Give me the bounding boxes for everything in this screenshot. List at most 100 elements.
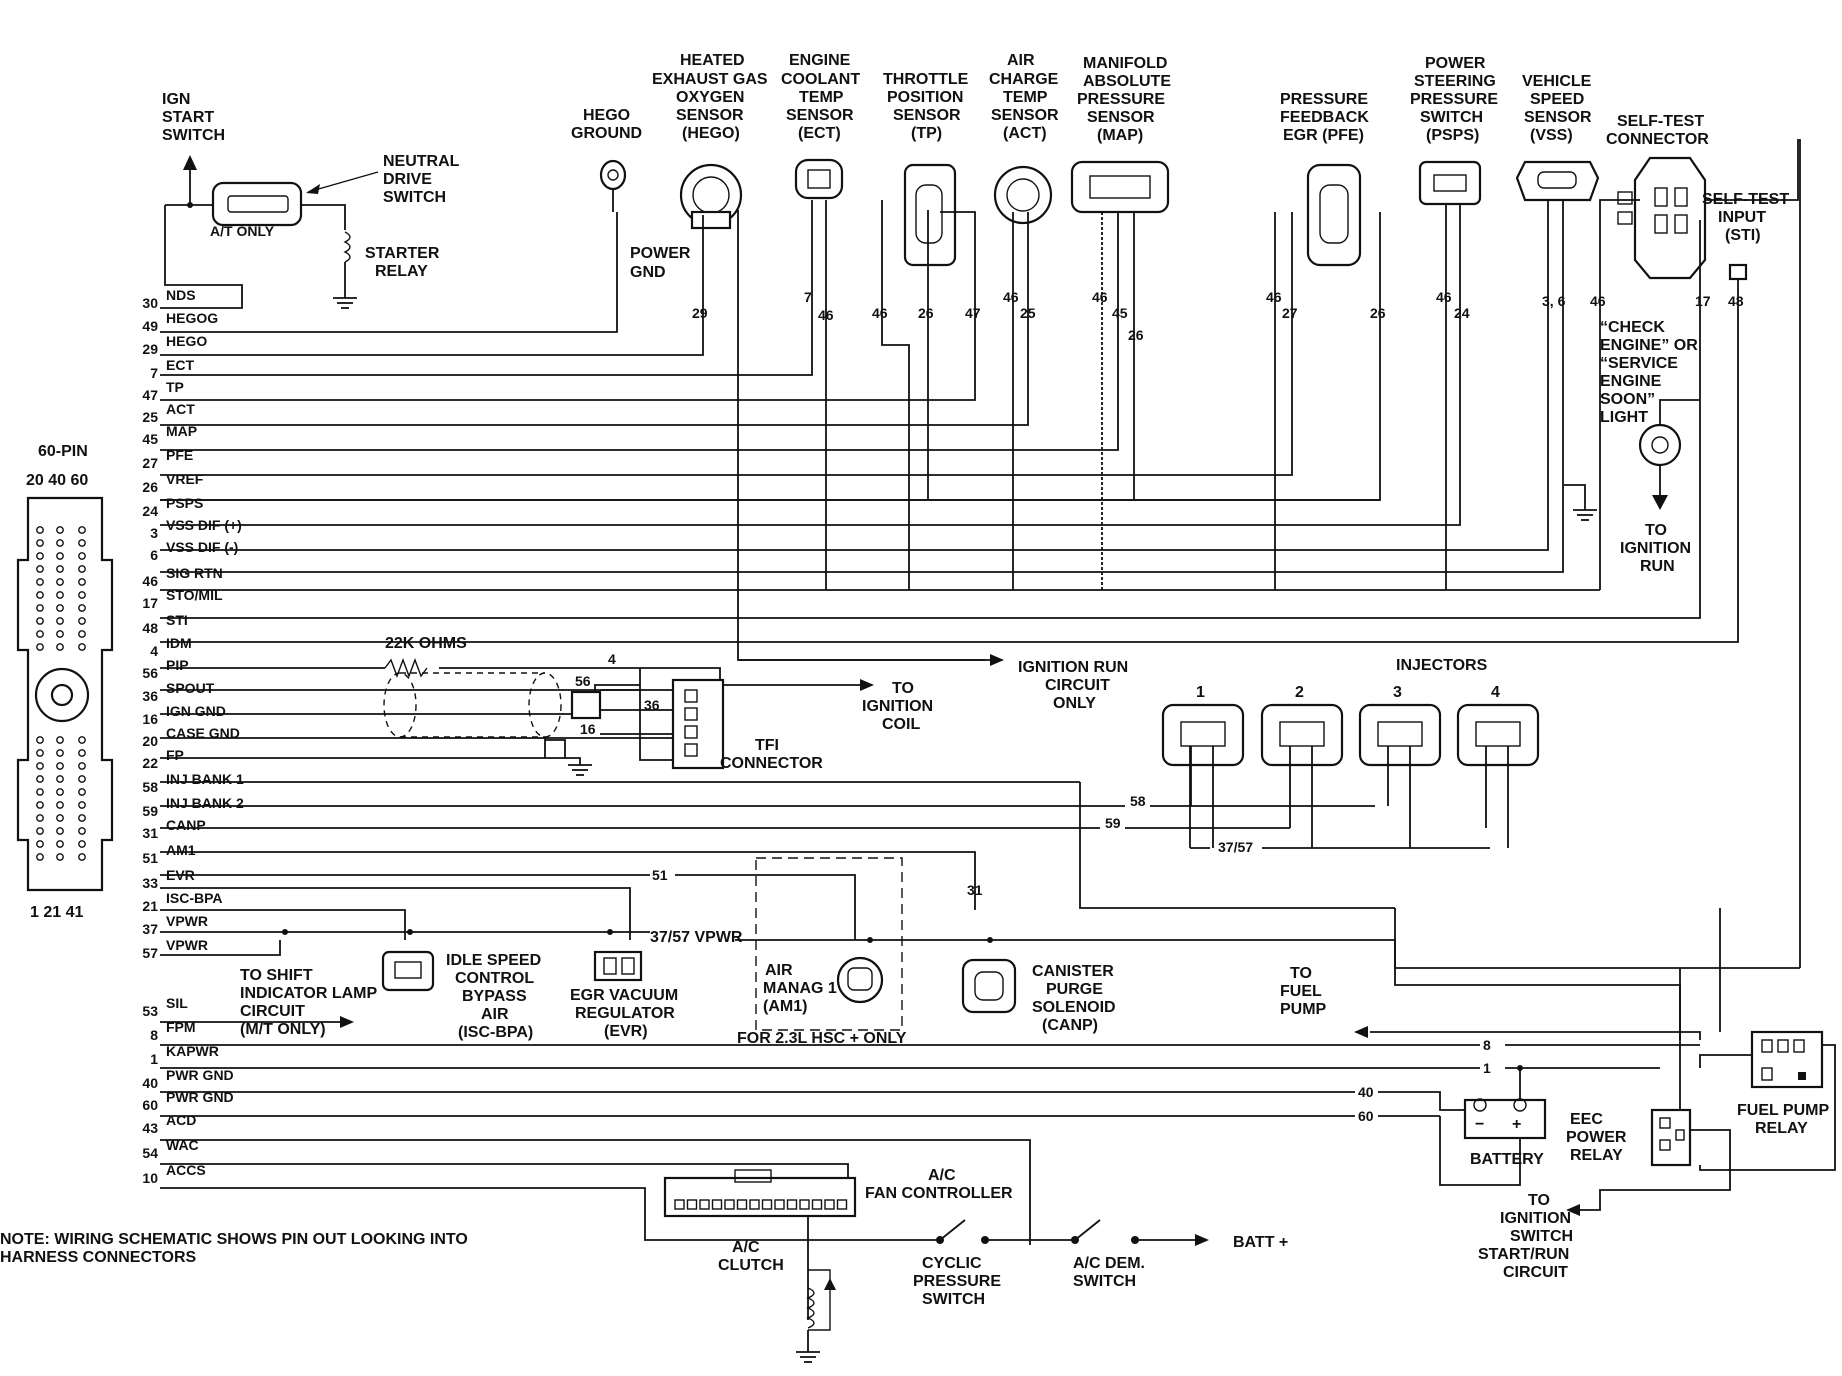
sig-rtn-bus <box>160 499 1600 591</box>
svg-text:51: 51 <box>652 867 668 883</box>
connector-pin <box>56 801 64 809</box>
down-arrow-icon <box>1652 495 1668 510</box>
sti-terminal <box>1728 263 1748 281</box>
diode-icon <box>824 1278 836 1290</box>
hego-sensor: HEATED EXHAUST GAS OXYGEN SENSOR (HEGO) … <box>160 52 985 661</box>
connector-pin <box>78 617 86 625</box>
svg-text:7: 7 <box>804 289 812 305</box>
svg-text:17: 17 <box>1695 293 1711 309</box>
ecu-pin-number: 57 <box>142 945 158 961</box>
injector-connector <box>1161 703 1245 767</box>
svg-text:PURGE: PURGE <box>1046 981 1103 998</box>
ecu-pin-name: PIP <box>166 657 189 673</box>
ecu-pin-name: FP <box>166 747 184 763</box>
svg-text:CYCLIC: CYCLIC <box>922 1255 982 1272</box>
svg-text:INDICATOR LAMP: INDICATOR LAMP <box>240 985 378 1002</box>
ecu-pin-number: 6 <box>150 547 158 563</box>
svg-text:OXYGEN: OXYGEN <box>676 89 744 106</box>
ecu-pin-name: HEGO <box>166 333 207 349</box>
fan-pin <box>674 1199 685 1210</box>
svg-text:FEEDBACK: FEEDBACK <box>1280 109 1369 126</box>
svg-text:A/C: A/C <box>732 1239 760 1256</box>
connector-pin <box>56 736 64 744</box>
connector-pin <box>36 552 44 560</box>
svg-text:IDLE SPEED: IDLE SPEED <box>446 952 541 969</box>
ecu-pin-number: 60 <box>142 1097 158 1113</box>
up-arrow-icon <box>183 155 197 170</box>
svg-text:PUMP: PUMP <box>1280 1001 1327 1018</box>
svg-text:(CANP): (CANP) <box>1042 1017 1098 1034</box>
svg-text:VEHICLE: VEHICLE <box>1522 73 1592 90</box>
connector-pin <box>36 801 44 809</box>
svg-text:TEMP: TEMP <box>1003 89 1048 106</box>
ring-terminal-icon <box>599 159 627 191</box>
svg-text:PRESSURE: PRESSURE <box>1077 91 1165 108</box>
ecu-pin-number: 45 <box>142 431 158 447</box>
ecu-pin-number: 3 <box>150 525 158 541</box>
ecu-pin-number: 53 <box>142 1003 158 1019</box>
injector-number: 3 <box>1393 684 1402 701</box>
am1-solenoid <box>836 956 884 1004</box>
svg-text:HEGO: HEGO <box>583 107 630 124</box>
svg-text:MANAG 1: MANAG 1 <box>763 980 837 997</box>
ecu-pin-number: 58 <box>142 779 158 795</box>
ecu-pin-name: STO/MIL <box>166 587 223 603</box>
svg-text:CANISTER: CANISTER <box>1032 963 1114 980</box>
svg-text:SWITCH: SWITCH <box>162 127 225 144</box>
svg-text:CIRCUIT: CIRCUIT <box>1045 677 1110 694</box>
ecu-pin-name: INJ BANK 2 <box>166 795 244 811</box>
ground-icon <box>1573 509 1597 521</box>
svg-text:(ACT): (ACT) <box>1003 125 1047 142</box>
connector-pin <box>78 788 86 796</box>
injector-number: 2 <box>1295 684 1304 701</box>
svg-text:SELF-TEST: SELF-TEST <box>1617 113 1704 130</box>
battery-icon <box>1463 1098 1547 1140</box>
ecu-pin-number: 31 <box>142 825 158 841</box>
ecu-pin-number: 21 <box>142 898 158 914</box>
canp-solenoid <box>961 958 1017 1014</box>
svg-text:HARNESS CONNECTORS: HARNESS CONNECTORS <box>0 1249 197 1266</box>
ecu-pin-name: HEGOG <box>166 310 218 326</box>
ecu-pin-number: 25 <box>142 409 158 425</box>
svg-text:LIGHT: LIGHT <box>1600 409 1648 426</box>
ecu-pin-number: 30 <box>142 295 158 311</box>
connector-pin <box>36 539 44 547</box>
svg-text:“CHECK: “CHECK <box>1600 319 1665 336</box>
ecu-pin-name: PWR GND <box>166 1067 234 1083</box>
act-sensor: AIR CHARGE TEMP SENSOR (ACT) 46 25 <box>160 52 1059 590</box>
ecu-pin-number: 10 <box>142 1170 158 1186</box>
ecu-pin-name: ECT <box>166 357 194 373</box>
svg-text:TO: TO <box>1645 522 1667 539</box>
connector-pin <box>78 578 86 586</box>
connector-pin <box>36 578 44 586</box>
self-test-body <box>1633 156 1707 280</box>
injector-number: 1 <box>1196 684 1205 701</box>
connector-pin <box>56 630 64 638</box>
connector-pin <box>78 775 86 783</box>
ecu-pin-number: 56 <box>142 665 158 681</box>
resistor-label: 22K OHMS <box>385 635 467 652</box>
svg-text:46: 46 <box>1436 289 1452 305</box>
ecu-pin-number: 37 <box>142 921 158 937</box>
connector-pin <box>36 604 44 612</box>
fan-pin <box>686 1199 698 1210</box>
connector-pin <box>36 617 44 625</box>
svg-text:37/57: 37/57 <box>1218 839 1253 855</box>
ignition-section: 22K OHMS 4 56 36 16 TFI CONNECTOR <box>160 635 1128 783</box>
fan-pin <box>749 1199 760 1210</box>
ecu-pin-name: ACD <box>166 1112 196 1128</box>
svg-text:46: 46 <box>818 307 834 323</box>
svg-text:REGULATOR: REGULATOR <box>575 1005 675 1022</box>
svg-text:27: 27 <box>1282 305 1298 321</box>
svg-text:36: 36 <box>644 697 660 713</box>
svg-text:PRESSURE: PRESSURE <box>1280 91 1368 108</box>
map-sensor: MANIFOLD ABSOLUTE PRESSURE SENSOR (MAP) … <box>160 55 1171 590</box>
svg-text:COOLANT: COOLANT <box>781 71 860 88</box>
svg-text:STEERING: STEERING <box>1414 73 1496 90</box>
connector-pin <box>56 775 64 783</box>
injector-connector <box>1456 703 1540 767</box>
svg-text:(TP): (TP) <box>911 125 942 142</box>
svg-text:EXHAUST GAS: EXHAUST GAS <box>652 71 768 88</box>
shield-icon <box>528 672 562 738</box>
ecu-pin-name: STI <box>166 612 188 628</box>
